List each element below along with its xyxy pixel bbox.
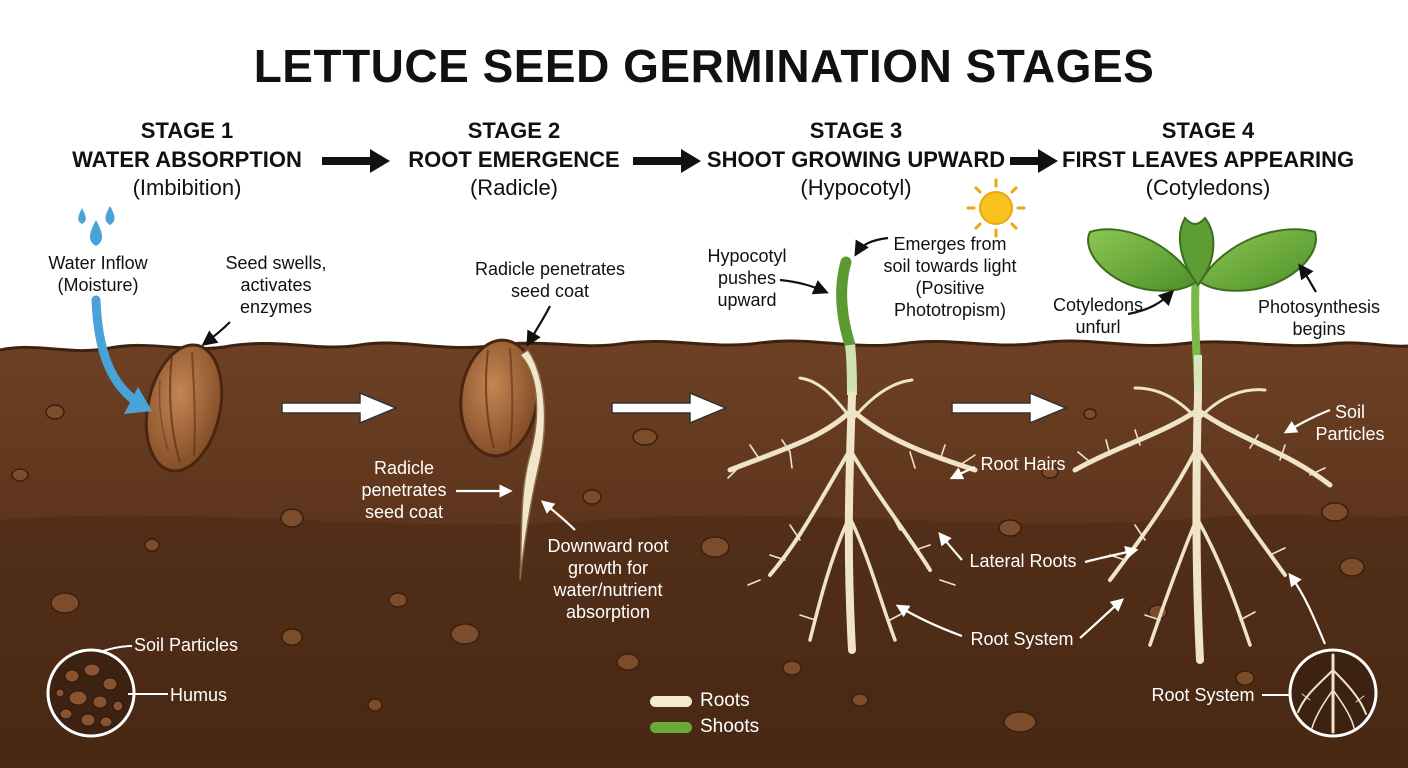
radicle-root <box>518 348 546 581</box>
root-system-label-stage4: Root System <box>1151 685 1255 705</box>
emerges-label: Emerges from soil towards light (Positiv… <box>868 233 1032 321</box>
hypocotyl-pushes-label: Hypocotyl pushes upward <box>698 245 796 311</box>
stage-3-name: SHOOT GROWING UPWARD <box>706 147 1006 173</box>
stage-1-term: (Imbibition) <box>132 174 242 200</box>
legend-shoots-swatch <box>650 722 692 733</box>
plant-stage3 <box>727 256 978 654</box>
soil-inset <box>46 645 168 738</box>
root-system-inset <box>1262 648 1378 738</box>
stage-4-term: (Cotyledons) <box>1145 174 1271 200</box>
label-line: Radicle penetrates <box>474 259 626 279</box>
stage-1-number: STAGE 1 <box>140 118 234 143</box>
label-line: penetrates <box>361 480 447 500</box>
photosynthesis-label: Photosynthesis begins <box>1250 296 1388 340</box>
soil-flow-arrows <box>281 391 1068 425</box>
soil-surface-edge <box>0 339 1408 353</box>
legend-roots-label: Roots <box>700 690 750 711</box>
sun-icon <box>966 178 1026 238</box>
stage-3-term: (Hypocotyl) <box>800 174 912 200</box>
soil-particles-label-right: Soil Particles <box>1306 401 1394 445</box>
root-hairs-label: Root Hairs <box>980 454 1066 474</box>
soil-band-deep <box>0 514 1408 768</box>
inset-humus-label: Humus <box>170 685 228 705</box>
right-cotyledon <box>1198 228 1317 292</box>
stage-2-number: STAGE 2 <box>467 118 561 143</box>
stage-2-heading: STAGE 2 ROOT EMERGENCE (Radicle) <box>404 118 624 200</box>
cotyledons-unfurl-label: Cotyledons unfurl <box>1046 294 1150 338</box>
label-line: seed coat <box>510 281 590 301</box>
label-line: growth for <box>567 558 649 578</box>
inset-soil-particles-label: Soil Particles <box>134 635 239 655</box>
stage-1-name: WATER ABSORPTION <box>72 147 302 173</box>
label-line: (Moisture) <box>57 275 139 295</box>
header-flow-arrows <box>322 149 1058 173</box>
water-inflow-arrow <box>91 295 145 409</box>
soil-pebbles <box>11 404 1365 733</box>
label-line: Downward root <box>547 536 669 556</box>
label-line: enzymes <box>239 297 313 317</box>
water-drops <box>78 206 115 246</box>
stage-2-name: ROOT EMERGENCE <box>408 147 620 173</box>
lateral-roots-label: Lateral Roots <box>969 551 1077 571</box>
label-line: Photosynthesis <box>1257 297 1381 317</box>
label-line: absorption <box>565 602 651 622</box>
radicle-penetrates-label-top: Radicle penetrates seed coat <box>464 258 636 302</box>
water-inflow-label: Water Inflow (Moisture) <box>36 252 160 296</box>
label-line: upward <box>717 290 777 310</box>
label-line: Radicle <box>373 458 435 478</box>
seed-swells-label: Seed swells, activates enzymes <box>212 252 340 318</box>
stage-4-name: FIRST LEAVES APPEARING <box>1062 147 1355 173</box>
stage-2-term: (Radicle) <box>469 174 559 200</box>
diagram-title: LETTUCE SEED GERMINATION STAGES <box>253 40 1155 92</box>
seed-stage2 <box>459 338 539 458</box>
label-line: seed coat <box>364 502 444 522</box>
radicle-penetrates-label-side: Radicle penetrates seed coat <box>352 457 456 523</box>
label-line: Seed swells, <box>225 253 327 273</box>
label-line: pushes <box>717 268 777 288</box>
label-line: Cotyledons <box>1052 295 1144 315</box>
label-line: Emerges from <box>893 234 1007 254</box>
legend-roots-swatch <box>650 696 692 707</box>
label-line: (Positive <box>915 278 985 298</box>
legend-swatches <box>650 696 692 733</box>
pointer-arrows-dark <box>201 236 1317 347</box>
label-line: Soil <box>1334 402 1365 422</box>
stage-4-heading: STAGE 4 FIRST LEAVES APPEARING (Cotyledo… <box>1062 118 1354 200</box>
legend-shoots-label: Shoots <box>700 716 760 737</box>
true-leaf <box>1178 216 1215 287</box>
label-line: activates <box>240 275 312 295</box>
root-system-label-stage3: Root System <box>970 629 1074 649</box>
label-line: begins <box>1292 319 1346 339</box>
plant-stage4 <box>1072 216 1333 664</box>
stage-4-number: STAGE 4 <box>1161 118 1255 143</box>
downward-root-label: Downward root growth for water/nutrient … <box>536 535 680 623</box>
stage-3-number: STAGE 3 <box>809 118 903 143</box>
water-inflow-arrowhead <box>124 387 152 414</box>
label-line: Phototropism) <box>893 300 1007 320</box>
label-line: unfurl <box>1075 317 1121 337</box>
seed-stage1 <box>144 343 224 473</box>
pointer-arrows-light <box>456 408 1331 645</box>
label-line: soil towards light <box>883 256 1017 276</box>
stage-1-heading: STAGE 1 WATER ABSORPTION (Imbibition) <box>70 118 304 200</box>
stage-3-heading: STAGE 3 SHOOT GROWING UPWARD (Hypocotyl) <box>706 118 1006 200</box>
label-line: water/nutrient <box>553 580 663 600</box>
label-line: Water Inflow <box>48 253 148 273</box>
label-line: Particles <box>1315 424 1385 444</box>
label-line: Hypocotyl <box>707 246 787 266</box>
